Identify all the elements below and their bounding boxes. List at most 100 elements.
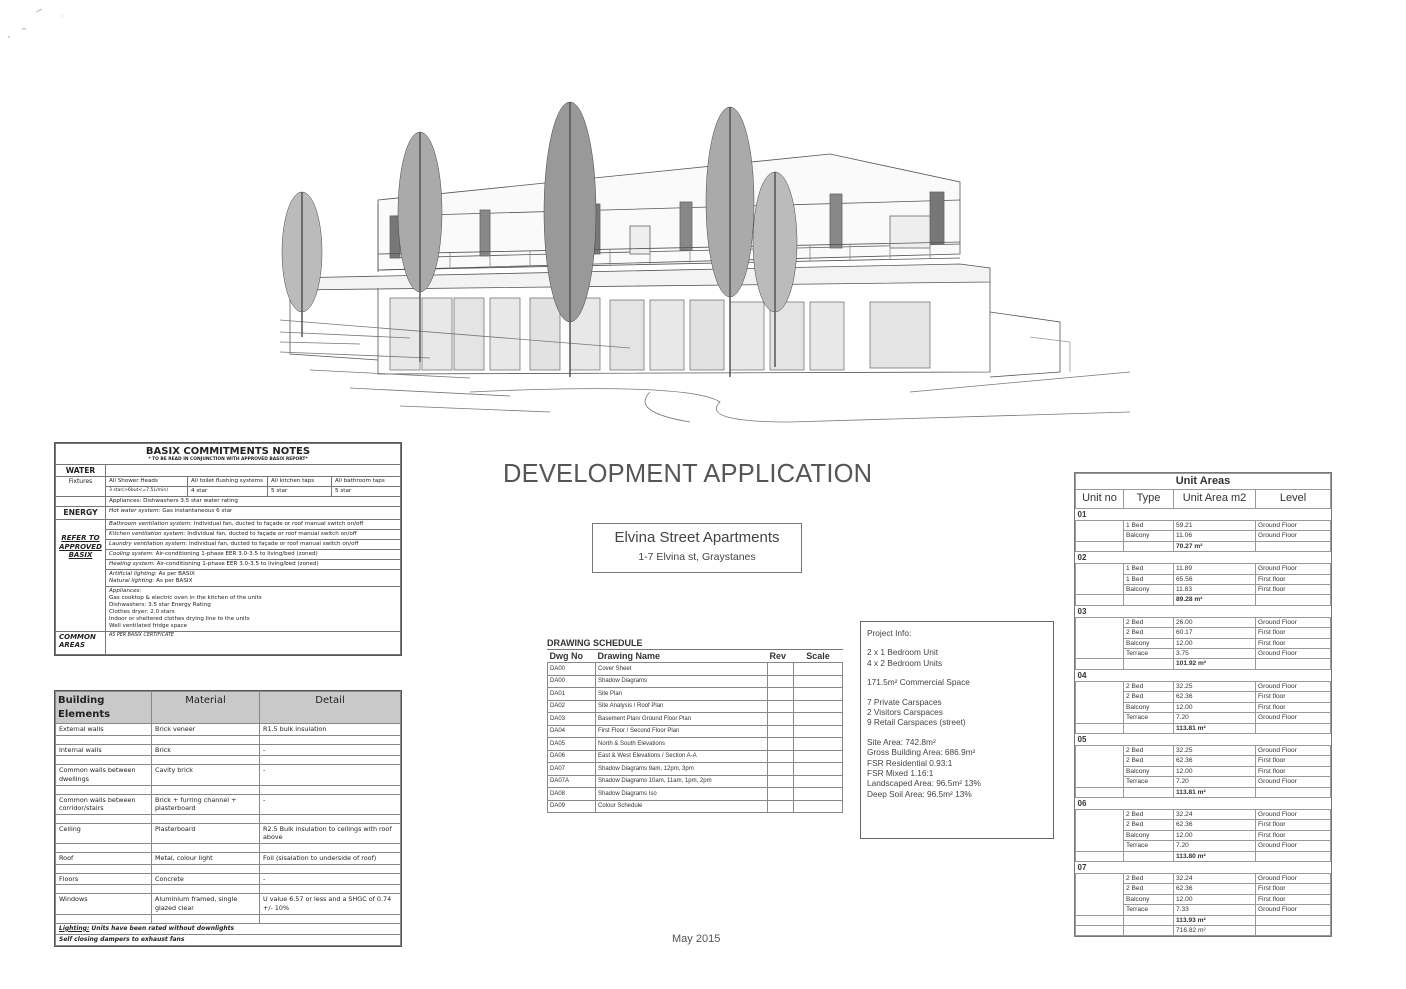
unit-level: Ground Floor <box>1255 840 1331 852</box>
water-label: WATER <box>55 463 106 478</box>
column-header: Building Elements <box>55 691 152 724</box>
basix-commitments-table: BASIX COMMITMENTS NOTES* TO BE READ IN C… <box>54 442 402 656</box>
project-info-line: 9 Retail Carspaces (street) <box>867 717 966 728</box>
unit-total: 113.80 m² <box>1173 850 1256 862</box>
unit-header-row: 05 <box>1075 732 1331 746</box>
unit-type: 1 Bed <box>1123 563 1174 575</box>
schedule-name: North & South Elevations <box>595 737 768 751</box>
trees <box>281 101 798 377</box>
schedule-rev <box>767 799 794 813</box>
schedule-no: DA02 <box>547 699 596 713</box>
element-material: Plasterboard <box>151 822 260 845</box>
unit-total: 113.81 m² <box>1173 786 1256 798</box>
unit-level: First floor <box>1255 627 1331 639</box>
fixture-name: All toilet flushing systems <box>187 476 268 488</box>
building-perspective-illustration <box>279 101 1130 423</box>
unit-level: Ground Floor <box>1255 776 1331 788</box>
unit-level: First floor <box>1255 819 1331 831</box>
column-header: Material <box>151 691 260 724</box>
spacer-row <box>55 734 401 745</box>
column-header: Level <box>1255 489 1331 509</box>
unit-level: First floor <box>1255 765 1331 778</box>
project-name-box: Elvina Street Apartments 1-7 Elvina st, … <box>592 523 802 573</box>
unit-area: 7.20 <box>1173 840 1256 852</box>
element-material: Metal, colour light <box>151 852 260 865</box>
unit-type: Terrace <box>1123 712 1174 724</box>
energy-row: Kitchen ventilation system: Individual f… <box>105 528 401 540</box>
element-element: Common walls between corridor/stairs <box>55 793 152 815</box>
unit-type: 2 Bed <box>1123 755 1174 767</box>
element-detail: R1.5 bulk insulation <box>259 723 401 736</box>
unit-level: Ground Floor <box>1255 530 1331 542</box>
unit-header-row: 03 <box>1075 604 1331 618</box>
unit-type: 2 Bed <box>1123 872 1174 885</box>
schedule-rev <box>767 699 794 713</box>
issue-date: May 2015 <box>672 933 721 945</box>
element-detail: - <box>259 743 401 757</box>
project-info-title: Project Info: <box>867 628 912 638</box>
project-info-line: Landscaped Area: 96.5m² 13% <box>867 778 981 789</box>
column-header: Scale <box>806 651 830 661</box>
spacer-row <box>55 913 401 924</box>
grand-total: 716.82 m² <box>1173 924 1256 937</box>
unit-level: Ground Floor <box>1255 904 1331 916</box>
dampers-note: Self closing dampers to exhaust fans <box>55 933 401 946</box>
element-material: Brick veneer <box>151 723 260 736</box>
unit-level: First floor <box>1255 883 1331 895</box>
unit-header-row: 07 <box>1075 860 1331 874</box>
schedule-rev <box>767 674 794 688</box>
element-detail: - <box>259 872 401 886</box>
unit-total-row: 113.81 m² <box>1075 722 1331 734</box>
schedule-name: Colour Schedule <box>595 799 768 813</box>
element-element: Roof <box>55 852 152 865</box>
project-info-line: FSR Residential 0.93:1 <box>867 757 953 768</box>
water-appliances: Appliances: Dishwashers 3.5 star water r… <box>105 496 401 508</box>
element-detail: - <box>259 764 401 786</box>
energy-row: Cooling system: Air-conditioning 1-phase… <box>105 548 401 560</box>
unit-level: First floor <box>1255 584 1331 596</box>
unit-type: 2 Bed <box>1123 680 1174 693</box>
unit-area: 32.25 <box>1173 680 1256 693</box>
schedule-name: Shadow Diagrams 9am, 12pm, 3pm <box>595 762 768 776</box>
unit-total-row: 113.81 m² <box>1075 786 1331 798</box>
unit-areas-table: Unit Areas Unit no Type Unit Area m2 Lev… <box>1074 472 1332 938</box>
unit-area: 11.06 <box>1173 530 1256 542</box>
unit-number: 05 <box>1075 732 1331 746</box>
unit-number: 03 <box>1075 604 1331 618</box>
unit-area: 12.00 <box>1173 701 1256 714</box>
unit-level: Ground Floor <box>1255 744 1331 757</box>
unit-level: First floor <box>1255 755 1331 767</box>
refer-to-basix: REFER TO APPROVED BASIX <box>55 518 106 632</box>
unit-type: 2 Bed <box>1123 691 1174 703</box>
schedule-scale <box>793 787 843 801</box>
unit-area: 62.36 <box>1173 755 1256 767</box>
fixture-rating: 4 star <box>187 486 268 498</box>
unit-area: 12.00 <box>1173 893 1256 906</box>
unit-level: First floor <box>1255 637 1331 650</box>
unit-type: 2 Bed <box>1123 627 1174 639</box>
unit-total-row: 113.80 m² <box>1075 850 1331 862</box>
energy-row: Laundry ventilation system: Individual f… <box>105 538 401 550</box>
spacer-row <box>55 755 401 766</box>
unit-area: 7.33 <box>1173 904 1256 916</box>
project-info-line: Gross Building Area: 686.9m² <box>867 747 976 758</box>
unit-area: 60.17 <box>1173 627 1256 639</box>
unit-number: 06 <box>1075 796 1331 810</box>
unit-area: 62.36 <box>1173 819 1256 831</box>
